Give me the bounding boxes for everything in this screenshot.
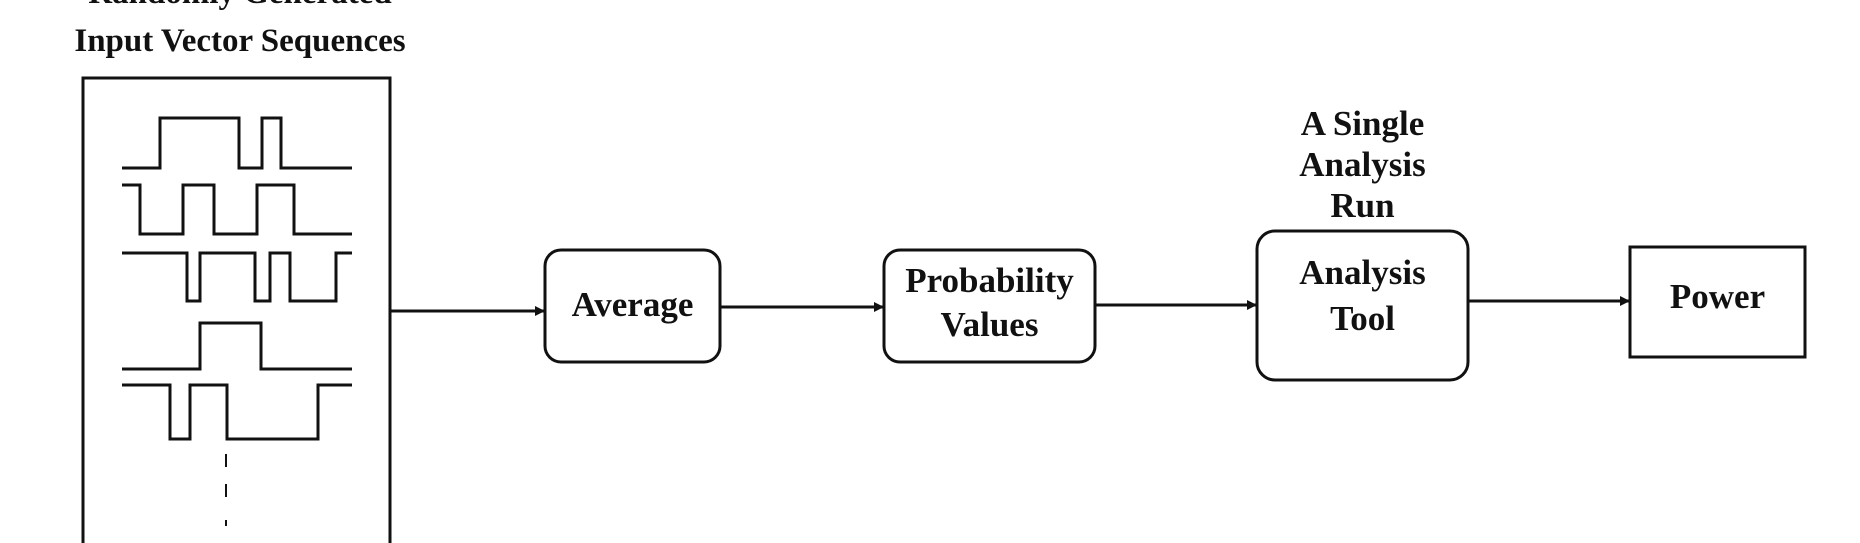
single-analysis-run-line-3: Run <box>1330 186 1395 225</box>
probability-node-label-line-2: Values <box>940 305 1039 344</box>
waveform-4 <box>122 321 352 371</box>
power-node <box>1628 245 1807 359</box>
waveform-2 <box>122 183 352 236</box>
flow-edges <box>390 296 1630 316</box>
average-node-label: Average <box>571 285 694 324</box>
input-sequences-title-line-2: Input Vector Sequences <box>74 23 406 59</box>
waveform-3 <box>122 251 352 303</box>
power-node-label: Power <box>1669 277 1766 316</box>
waveform-5 <box>122 383 352 441</box>
analysis-tool-label-line-1: Analysis <box>1299 253 1426 292</box>
analysis-tool-node <box>1255 229 1470 382</box>
probability-node-label-line-1: Probability <box>905 261 1074 300</box>
probability-values-node <box>882 248 1097 364</box>
single-analysis-run-line-2: Analysis <box>1299 145 1426 184</box>
input-sequences-box-group <box>81 76 392 543</box>
single-analysis-run-line-1: A Single <box>1300 104 1425 143</box>
analysis-tool-label-line-2: Tool <box>1330 299 1395 338</box>
average-node <box>543 248 722 364</box>
waveform-1 <box>122 116 352 170</box>
input-sequences-box <box>81 76 392 543</box>
input-sequences-title-line-1: Randomly Generated <box>20 0 460 11</box>
